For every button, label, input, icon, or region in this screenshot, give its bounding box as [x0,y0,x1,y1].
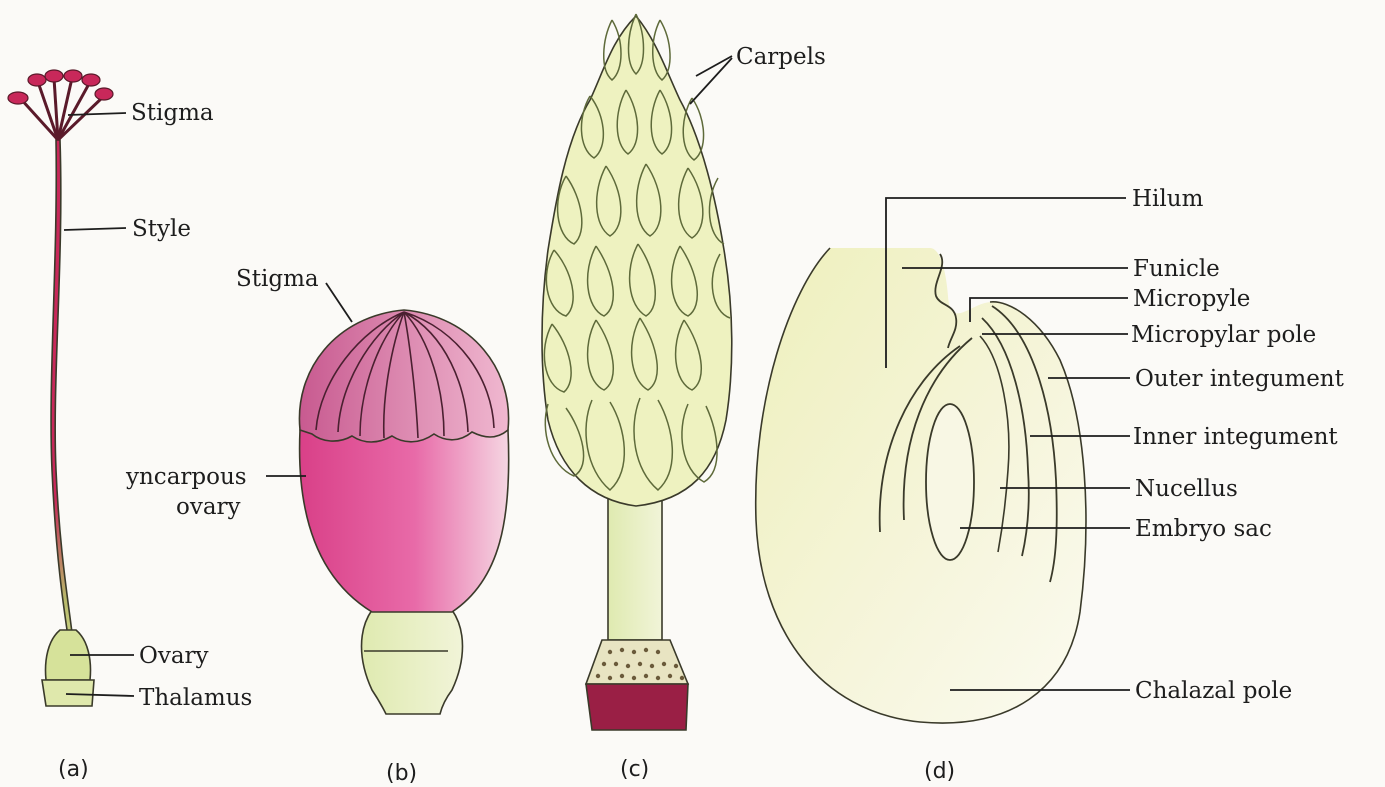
stigma-lobes [8,70,113,140]
base-maroon [586,684,688,730]
label-stigma-b: Stigma [236,266,319,292]
label-chalazal-pole: Chalazal pole [1135,678,1292,704]
label-inner-integument: Inner integument [1133,424,1338,450]
label-hilum: Hilum [1132,186,1204,212]
thalamus-shape [42,680,94,706]
label-micropylar-pole: Micropylar pole [1131,322,1316,348]
base-dotted [586,640,688,684]
label-thalamus: Thalamus [139,685,252,711]
label-funicle: Funicle [1133,256,1220,282]
label-stigma-a: Stigma [131,100,214,126]
label-syncarpous-line2: ovary [176,494,241,520]
ovule-body [756,248,1086,723]
caption-b: (b) [386,761,417,786]
label-outer-integument: Outer integument [1135,366,1345,392]
label-carpels: Carpels [736,44,826,70]
label-nucellus: Nucellus [1135,476,1238,502]
label-embryo-sac: Embryo sac [1135,516,1272,542]
ovary-body [300,430,509,612]
label-micropyle: Micropyle [1133,286,1250,312]
caption-d: (d) [924,759,955,784]
figure-d-ovule: Hilum Funicle Micropyle Micropylar pole … [756,186,1345,723]
label-style: Style [132,216,191,242]
stigma-cap [299,310,508,442]
lower-stalk [362,610,463,714]
style-shape [51,140,74,650]
label-ovary: Ovary [139,643,209,669]
caption-a: (a) [58,757,89,782]
caption-c: (c) [620,757,649,782]
figure-a-pistil: Stigma Style Ovary Thalamus [8,70,252,711]
label-syncarpous-line1: yncarpous [125,464,247,490]
embryo-sac-shape [926,404,974,560]
